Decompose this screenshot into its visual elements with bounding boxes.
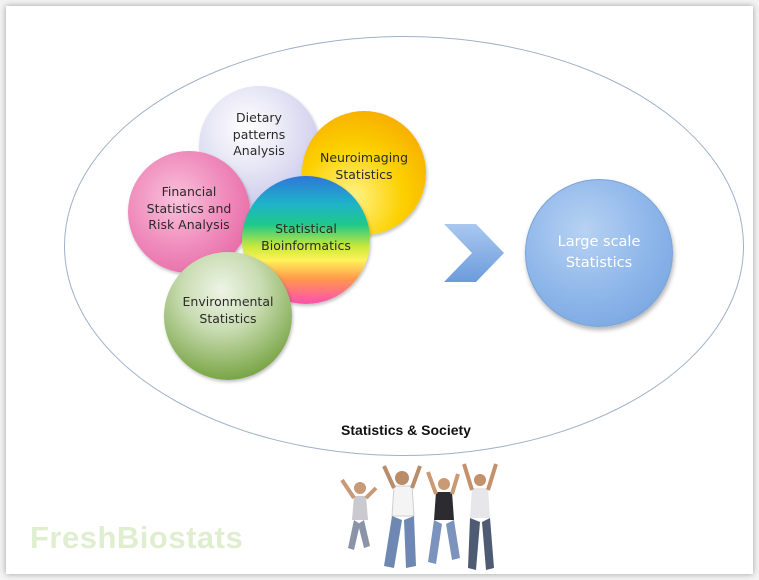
bubble-label-line: Bioinformatics — [261, 238, 351, 253]
bubble-label-line: Dietary — [236, 109, 282, 125]
person-figure — [462, 463, 498, 570]
bubble-label-line: Statistics — [565, 255, 633, 271]
bubble-label-line: Environmental — [182, 294, 274, 310]
bubble-large-scale-statistics: Large scale Statistics — [525, 179, 673, 327]
person-figure — [340, 478, 378, 550]
bubble-label-line: Statistical — [275, 221, 337, 237]
bubble-label-line: Risk Analysis — [148, 217, 230, 233]
jumping-people-photo — [340, 463, 498, 570]
bubble-label-line: Statistics and — [146, 200, 232, 216]
person-figure — [382, 465, 422, 568]
bubble-label-line: Neuroimaging — [319, 150, 409, 166]
bubble-label-line: Statistics — [335, 167, 393, 182]
chevron-right-icon — [444, 224, 504, 282]
slide: Dietary patterns Analysis Neuroimaging S… — [6, 6, 753, 574]
diagram-caption: Statistics & Society — [341, 422, 471, 438]
bubble-label-line: Financial — [161, 183, 217, 199]
bubble-environmental: Environmental Statistics — [164, 252, 292, 380]
person-figure — [426, 471, 460, 564]
bubble-label-line: Statistics — [199, 311, 257, 326]
bubble-financial: Financial Statistics and Risk Analysis — [128, 151, 250, 273]
bubble-label-line: patterns — [232, 126, 286, 142]
society-ellipse — [64, 36, 744, 456]
brand-logo-text: FreshBiostats — [30, 520, 244, 555]
bubble-label-line: Large scale — [557, 233, 641, 250]
bubble-label-line: Analysis — [233, 143, 285, 159]
